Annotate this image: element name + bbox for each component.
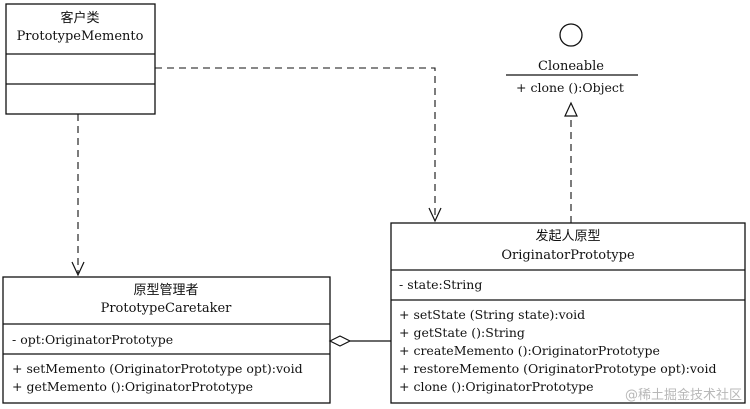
interface-lollipop-icon [559, 23, 583, 47]
originator-method: + getState ():String [399, 325, 525, 340]
originator-class[interactable]: 发起人原型 OriginatorPrototype - state:String… [390, 222, 746, 404]
cloneable-interface[interactable]: Cloneable + clone ():Object [506, 23, 638, 95]
originator-class-name-cn: 发起人原型 [535, 228, 600, 244]
caretaker-attribute: - opt:OriginatorPrototype [12, 332, 173, 347]
interface-name: Cloneable [538, 59, 604, 74]
aggregation-caretaker-originator [328, 335, 391, 347]
caretaker-class[interactable]: 原型管理者 PrototypeCaretaker - opt:Originato… [2, 276, 331, 404]
caretaker-class-box [2, 276, 331, 404]
client-class[interactable]: 客户类 PrototypeMemento [5, 3, 156, 115]
originator-method: + createMemento ():OriginatorPrototype [399, 343, 660, 358]
caretaker-method: + getMemento ():OriginatorPrototype [12, 379, 253, 394]
open-arrowhead-icon [428, 207, 442, 223]
interface-method: + clone ():Object [516, 80, 624, 95]
hollow-triangle-icon [564, 101, 578, 117]
open-arrowhead-icon [71, 261, 85, 277]
originator-method: + restoreMemento (OriginatorPrototype op… [399, 361, 716, 376]
watermark: @稀土掘金技术社区 [625, 387, 742, 403]
caretaker-class-name-en: PrototypeCaretaker [101, 301, 233, 316]
realization-originator-to-cloneable [564, 101, 578, 223]
caretaker-method: + setMemento (OriginatorPrototype opt):v… [12, 361, 303, 376]
dependency-client-to-originator [155, 67, 442, 223]
originator-class-box [390, 222, 746, 404]
originator-attribute: - state:String [399, 277, 482, 292]
client-class-box [5, 3, 156, 115]
caretaker-class-name-cn: 原型管理者 [133, 283, 198, 298]
aggregation-diamond-icon [328, 335, 352, 347]
client-class-name-cn: 客户类 [60, 10, 99, 26]
dependency-client-to-caretaker [71, 114, 85, 277]
originator-method: + setState (String state):void [399, 307, 585, 322]
originator-class-name-en: OriginatorPrototype [501, 248, 635, 263]
originator-method: + clone ():OriginatorPrototype [399, 379, 594, 394]
client-class-name-en: PrototypeMemento [17, 29, 144, 44]
